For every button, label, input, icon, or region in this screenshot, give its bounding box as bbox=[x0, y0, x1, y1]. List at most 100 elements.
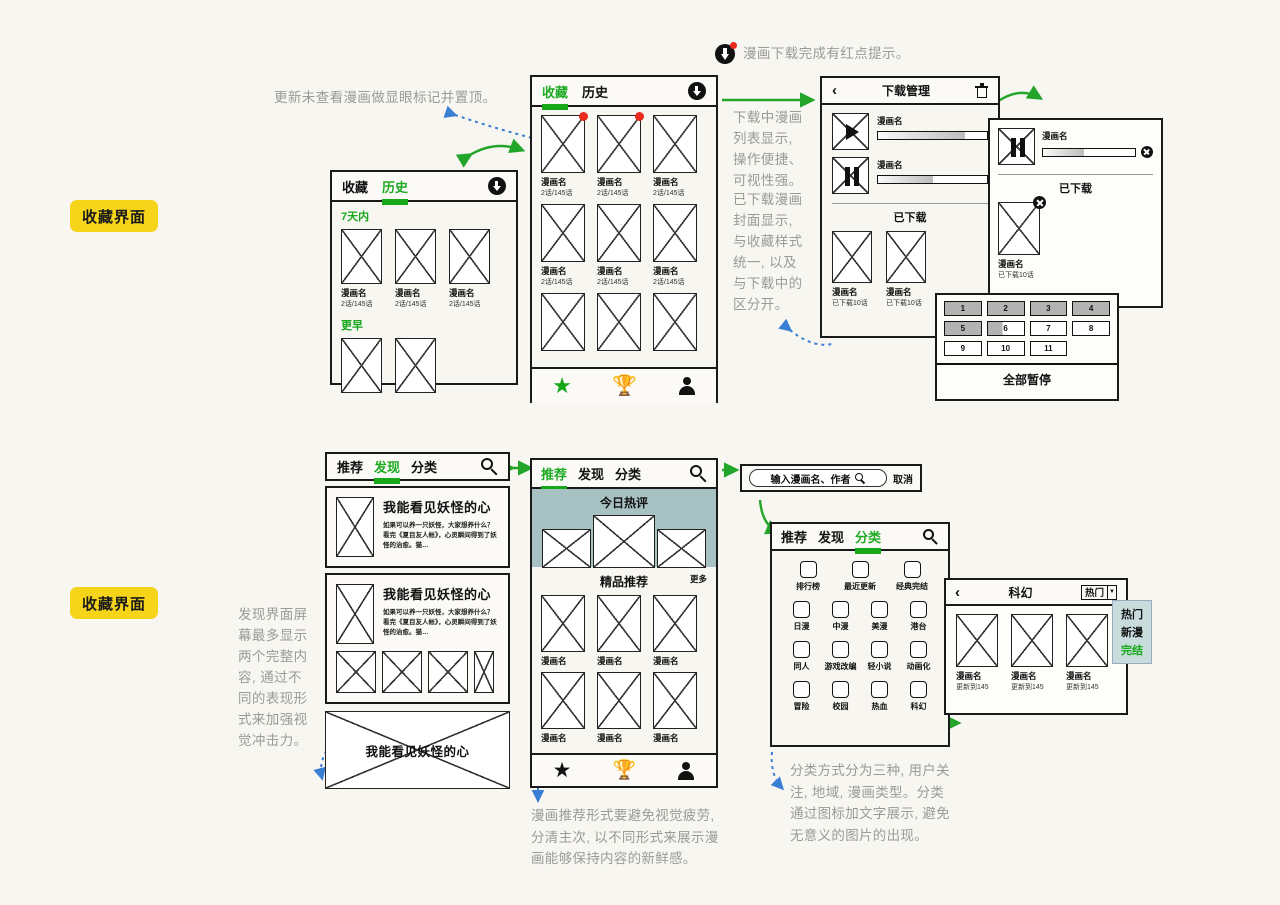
hot-item[interactable] bbox=[657, 529, 706, 568]
favorite-item[interactable] bbox=[653, 293, 697, 351]
tab-favorites[interactable]: 收藏 bbox=[542, 82, 569, 110]
search-icon[interactable] bbox=[690, 465, 707, 483]
recommend-item[interactable]: 漫画名 bbox=[653, 595, 697, 667]
tab-recommend[interactable]: 推荐 bbox=[781, 530, 808, 545]
download-circle-icon[interactable] bbox=[688, 82, 706, 100]
tab-category[interactable]: 分类 bbox=[411, 460, 438, 475]
cancel-button[interactable]: 取消 bbox=[893, 474, 913, 486]
chapter-chip[interactable]: 7 bbox=[1029, 321, 1068, 336]
recommend-item[interactable]: 漫画名 bbox=[597, 595, 641, 667]
chapter-chip[interactable]: 1 bbox=[944, 301, 982, 316]
hot-item[interactable] bbox=[593, 515, 655, 568]
history-item[interactable]: 漫画名 2话/145话 bbox=[395, 229, 436, 309]
chapter-chip[interactable]: 4 bbox=[1072, 301, 1110, 316]
history-item[interactable] bbox=[341, 338, 382, 393]
pause-all-button[interactable]: 全部暂停 bbox=[937, 363, 1117, 393]
category-item[interactable]: 中漫 bbox=[832, 601, 849, 632]
tab-history[interactable]: 历史 bbox=[582, 84, 609, 100]
tab-category[interactable]: 分类 bbox=[855, 527, 882, 554]
category-item[interactable]: 动画化 bbox=[907, 641, 931, 672]
favorite-item[interactable]: 漫画名 2话/145话 bbox=[597, 112, 644, 198]
chapter-chip[interactable]: 10 bbox=[986, 341, 1025, 356]
category-item[interactable]: 同人 bbox=[793, 641, 810, 672]
trophy-icon[interactable]: 🏆 bbox=[612, 375, 638, 397]
card-thumb[interactable] bbox=[382, 651, 422, 693]
dropdown-option[interactable]: 完结 bbox=[1121, 645, 1143, 657]
downloaded-item[interactable]: 漫画名 已下载10话 bbox=[832, 231, 872, 308]
person-icon[interactable] bbox=[678, 377, 696, 395]
tab-recommend[interactable]: 推荐 bbox=[337, 460, 364, 475]
favorite-item[interactable]: 漫画名 2话/145话 bbox=[541, 112, 588, 198]
search-icon[interactable] bbox=[923, 528, 939, 545]
caret-down-icon[interactable]: ▼ bbox=[1107, 585, 1116, 599]
star-icon[interactable]: ★ bbox=[552, 759, 572, 782]
category-item[interactable]: 排行榜 bbox=[796, 561, 820, 592]
hot-item[interactable] bbox=[542, 529, 591, 568]
card-thumb[interactable] bbox=[474, 651, 494, 693]
search-icon[interactable] bbox=[854, 472, 866, 485]
downloading-item[interactable]: 漫画名 bbox=[832, 157, 988, 194]
category-item[interactable]: 美漫 bbox=[871, 601, 888, 632]
close-circle-icon[interactable] bbox=[1141, 146, 1153, 158]
chevron-left-icon[interactable]: ‹ bbox=[832, 82, 837, 99]
discover-card[interactable]: 我能看见妖怪的心 如果可以养一只妖怪，大家想养什么？看完《夏目友人帐》，心灵瞬间… bbox=[325, 573, 510, 704]
trophy-icon[interactable]: 🏆 bbox=[612, 760, 637, 781]
chapter-chip[interactable]: 3 bbox=[1029, 301, 1068, 316]
category-item[interactable]: 校园 bbox=[832, 681, 849, 712]
favorite-item[interactable]: 漫画名 2话/145话 bbox=[597, 204, 641, 287]
history-item[interactable]: 漫画名 2话/145话 bbox=[449, 229, 490, 309]
favorite-item[interactable]: 漫画名 2话/145话 bbox=[653, 115, 697, 198]
chapter-chip[interactable]: 8 bbox=[1072, 321, 1110, 336]
search-icon[interactable] bbox=[481, 458, 498, 476]
more-link[interactable]: 更多 bbox=[689, 574, 707, 584]
card-thumb[interactable] bbox=[428, 651, 468, 693]
tab-favorites[interactable]: 收藏 bbox=[342, 179, 369, 195]
tab-discover[interactable]: 发现 bbox=[374, 457, 401, 484]
favorite-item[interactable] bbox=[541, 293, 585, 351]
category-item[interactable]: 最近更新 bbox=[844, 561, 876, 592]
downloaded-item[interactable]: 漫画名 已下载10话 bbox=[886, 231, 926, 308]
genre-item[interactable]: 漫画名 更新到145 bbox=[1066, 614, 1108, 692]
category-item[interactable]: 港台 bbox=[910, 601, 927, 632]
downloading-item[interactable]: 漫画名 bbox=[832, 113, 988, 150]
category-item[interactable]: 经典完结 bbox=[896, 561, 928, 592]
favorite-item[interactable]: 漫画名 2话/145话 bbox=[541, 204, 585, 287]
trash-icon[interactable] bbox=[975, 83, 988, 98]
chapter-chip[interactable]: 6 bbox=[986, 321, 1025, 336]
chapter-chip[interactable]: 11 bbox=[1029, 341, 1068, 356]
star-icon[interactable]: ★ bbox=[552, 373, 572, 398]
recommend-item[interactable]: 漫画名 bbox=[653, 672, 697, 744]
person-icon[interactable] bbox=[677, 761, 695, 780]
dropdown-option[interactable]: 热门 bbox=[1121, 609, 1143, 621]
tab-discover[interactable]: 发现 bbox=[578, 467, 605, 482]
favorite-item[interactable] bbox=[597, 293, 641, 351]
category-item[interactable]: 游戏改编 bbox=[825, 641, 857, 672]
chapter-chip[interactable]: 9 bbox=[944, 341, 982, 356]
category-item[interactable]: 热血 bbox=[871, 681, 888, 712]
category-item[interactable]: 科幻 bbox=[910, 681, 927, 712]
detail-downloading-item[interactable]: 漫画名 bbox=[998, 128, 1153, 165]
favorite-item[interactable]: 漫画名 2话/145话 bbox=[653, 204, 697, 287]
chapter-chip[interactable]: 5 bbox=[944, 321, 982, 336]
genre-item[interactable]: 漫画名 更新到145 bbox=[956, 614, 998, 692]
discover-banner-card[interactable]: 我能看见妖怪的心 bbox=[325, 711, 510, 789]
tab-history[interactable]: 历史 bbox=[382, 177, 409, 205]
history-item[interactable]: 漫画名 2话/145话 bbox=[341, 229, 382, 309]
genre-item[interactable]: 漫画名 更新到145 bbox=[1011, 614, 1053, 692]
tab-category[interactable]: 分类 bbox=[615, 467, 642, 482]
dropdown-option[interactable]: 新漫 bbox=[1121, 627, 1143, 639]
category-item[interactable]: 轻小说 bbox=[868, 641, 892, 672]
chapter-chip[interactable]: 2 bbox=[986, 301, 1025, 316]
category-item[interactable]: 日漫 bbox=[793, 601, 810, 632]
history-item[interactable] bbox=[395, 338, 436, 393]
detail-downloaded-item[interactable]: 漫画名 已下载10话 bbox=[998, 196, 1046, 280]
chevron-left-icon[interactable]: ‹ bbox=[955, 583, 960, 601]
recommend-item[interactable]: 漫画名 bbox=[541, 595, 585, 667]
recommend-item[interactable]: 漫画名 bbox=[541, 672, 585, 744]
card-thumb[interactable] bbox=[336, 651, 376, 693]
download-circle-icon[interactable] bbox=[488, 177, 506, 195]
tab-recommend[interactable]: 推荐 bbox=[541, 464, 568, 492]
search-input[interactable]: 输入漫画名、作者 bbox=[749, 469, 887, 487]
category-item[interactable]: 冒险 bbox=[793, 681, 810, 712]
tab-discover[interactable]: 发现 bbox=[818, 530, 845, 545]
